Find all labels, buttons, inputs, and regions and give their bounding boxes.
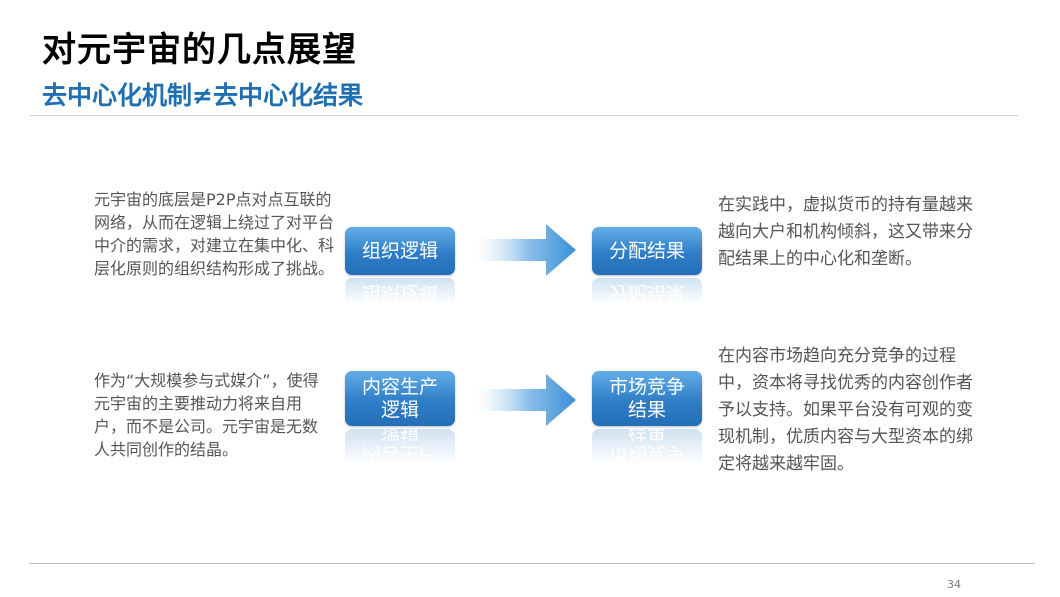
row2-from-box: 内容生产逻辑 bbox=[345, 371, 455, 426]
row1-left-text: 元宇宙的底层是P2P点对点互联的网络，从而在逻辑上绕过了对平台中介的需求，对建立… bbox=[94, 190, 335, 278]
row1-from-box: 组织逻辑 bbox=[345, 227, 455, 275]
row2-from-label: 内容生产逻辑 bbox=[361, 375, 438, 421]
row2-to-reflection: 市场竞争结果 bbox=[592, 429, 702, 465]
row2-to-box: 市场竞争结果 bbox=[592, 371, 702, 426]
row2-right-text: 在内容市场趋向充分竞争的过程中，资本将寻找优秀的内容创作者予以支持。如果平台没有… bbox=[718, 346, 973, 474]
row2-to-label: 市场竞争结果 bbox=[608, 375, 685, 421]
row2-from-reflection-label: 内容生产逻辑 bbox=[361, 429, 438, 465]
page-subtitle: 去中心化机制≠去中心化结果 bbox=[42, 81, 363, 110]
row1-from-label: 组织逻辑 bbox=[361, 239, 438, 262]
right-arrow-icon bbox=[468, 374, 576, 426]
page-title: 对元宇宙的几点展望 bbox=[42, 30, 357, 70]
row2-from-reflection: 内容生产逻辑 bbox=[345, 429, 455, 465]
row1-to-reflection: 分配结果 bbox=[592, 278, 702, 304]
row1-to-box: 分配结果 bbox=[592, 227, 702, 275]
header-divider bbox=[30, 115, 1018, 116]
right-arrow-icon bbox=[468, 224, 576, 276]
row2-to-reflection-label: 市场竞争结果 bbox=[608, 429, 685, 465]
row1-to-reflection-label: 分配结果 bbox=[608, 282, 685, 304]
row2-left-text: 作为“大规模参与式媒介”，使得元宇宙的主要推动力将来自用户，而不是公司。元宇宙是… bbox=[94, 371, 319, 459]
row1-from-reflection: 组织逻辑 bbox=[345, 278, 455, 304]
row1-from-reflection-label: 组织逻辑 bbox=[361, 282, 438, 304]
row1-right-text: 在实践中，虚拟货币的持有量越来越向大户和机构倾斜，这又带来分配结果上的中心化和垄… bbox=[718, 195, 973, 269]
row1-to-label: 分配结果 bbox=[608, 239, 685, 262]
footer-divider bbox=[30, 563, 1034, 564]
page-number: 34 bbox=[947, 578, 961, 591]
